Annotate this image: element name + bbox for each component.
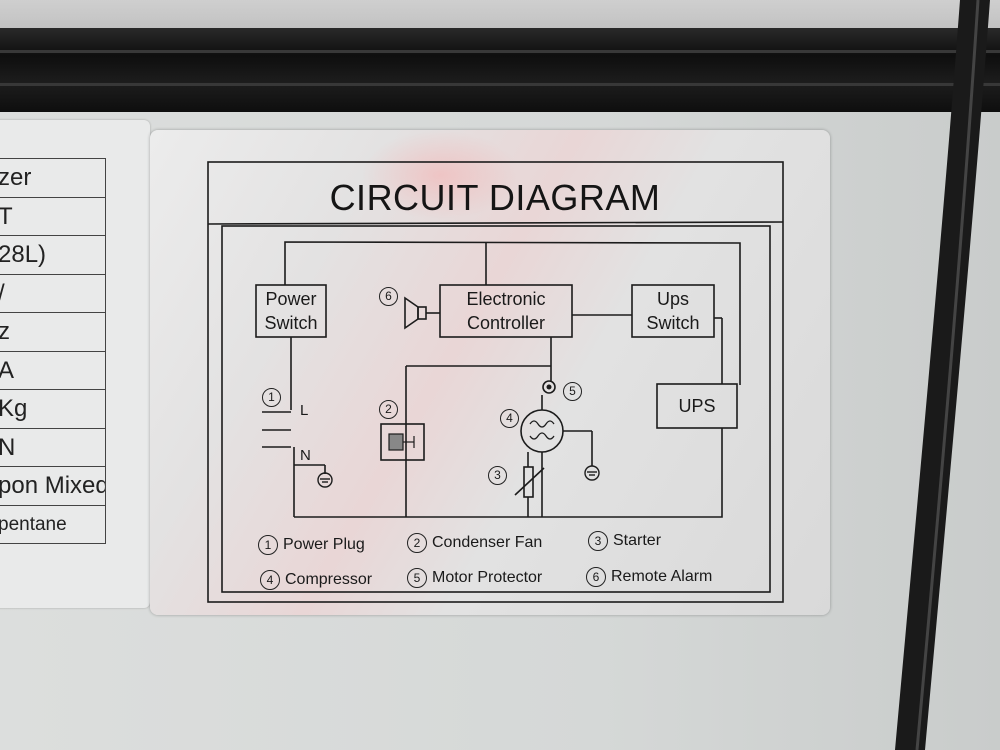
- legend-item-compressor: 4 Compressor: [260, 570, 372, 590]
- marker-5: 5: [563, 382, 582, 401]
- starter-arrow: [514, 467, 545, 496]
- legend-number: 5: [407, 568, 427, 588]
- spec-row: zer: [0, 159, 105, 198]
- legend-item-remote-alarm: 6 Remote Alarm: [586, 567, 712, 587]
- title-divider: [207, 221, 784, 225]
- legend-item-condenser-fan: 2 Condenser Fan: [407, 533, 542, 553]
- motor-protector-symbol: [542, 380, 556, 394]
- legend-item-motor-protector: 5 Motor Protector: [407, 568, 542, 588]
- spec-row: pon Mixed: [0, 467, 105, 506]
- spec-row: pentane: [0, 513, 67, 535]
- fan-coil: [388, 433, 404, 451]
- legend-number: 6: [586, 567, 606, 587]
- line-label-N: N: [300, 447, 311, 464]
- legend-number: 2: [407, 533, 427, 553]
- diagram-title: CIRCUIT DIAGRAM: [329, 177, 661, 218]
- power-switch-label: Power Switch: [264, 289, 318, 333]
- legend-number: 1: [258, 535, 278, 555]
- legend-label: Condenser Fan: [432, 534, 543, 552]
- marker-4: 4: [500, 409, 519, 428]
- marker-6: 6: [379, 287, 398, 306]
- marker-1: 1: [262, 388, 281, 407]
- circuit-diagram-sticker: [150, 130, 830, 615]
- wire-bottom-bus: [294, 428, 723, 518]
- legend-label: Starter: [613, 532, 662, 550]
- legend-label: Power Plug: [283, 536, 365, 554]
- ups-box: [656, 383, 738, 429]
- compressor-symbol: [520, 409, 564, 453]
- spec-row: /: [0, 275, 105, 313]
- legend-item-starter: 3 Starter: [588, 531, 661, 551]
- gasket-groove: [0, 50, 1000, 53]
- gasket-groove: [0, 83, 1000, 86]
- ups-switch-box: [631, 284, 715, 338]
- cable-highlight: [915, 0, 980, 750]
- legend-label: Motor Protector: [432, 569, 543, 587]
- ground-symbol: [317, 472, 333, 488]
- electronic-controller-label: Electronic Controller: [466, 289, 546, 333]
- legend-number: 3: [588, 531, 608, 551]
- spec-row: z: [0, 313, 105, 352]
- winding: [529, 432, 555, 440]
- legend-label: Remote Alarm: [611, 568, 713, 586]
- marker-3: 3: [488, 466, 507, 485]
- spec-row: N: [0, 429, 105, 467]
- ups-switch-label: Ups Switch: [646, 289, 700, 333]
- spec-row: T: [0, 198, 105, 236]
- spec-table: zer T 28L) / z A Kg N pon Mixed pentane: [0, 158, 106, 544]
- marker-2: 2: [379, 400, 398, 419]
- black-cable: [895, 0, 1000, 750]
- spec-row: A: [0, 352, 105, 390]
- door-gasket: [0, 28, 1000, 120]
- inner-frame: [221, 225, 771, 593]
- wire-top-bus: [284, 241, 741, 385]
- line-label-L: L: [300, 402, 309, 419]
- legend-number: 4: [260, 570, 280, 590]
- spec-row: 28L): [0, 236, 105, 275]
- diagram-frame: [207, 161, 784, 603]
- controller-box: [439, 284, 573, 338]
- ups-label: UPS: [678, 396, 716, 416]
- spec-label: [0, 120, 150, 608]
- winding: [529, 420, 555, 428]
- ground-symbol: [584, 465, 600, 481]
- legend-item-power-plug: 1 Power Plug: [258, 535, 365, 555]
- legend-label: Compressor: [285, 571, 373, 589]
- spec-row: Kg: [0, 390, 105, 429]
- condenser-fan-box: [380, 423, 425, 461]
- speaker-cone: [404, 296, 419, 330]
- speaker-body: [417, 306, 427, 320]
